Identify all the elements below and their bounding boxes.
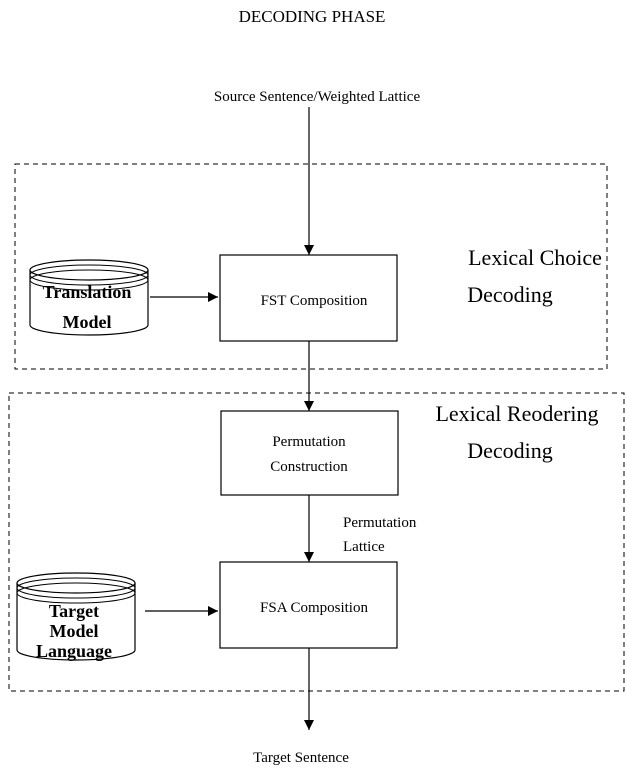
fst-composition-label: FST Composition bbox=[261, 293, 368, 309]
permutation-lattice-label-line1: Permutation bbox=[343, 515, 417, 531]
target-language-model-database: Target Model Language bbox=[16, 572, 136, 661]
permutation-label-line2: Construction bbox=[270, 459, 348, 475]
fsa-composition-box bbox=[219, 561, 398, 649]
stage-label-lexical-choice-decoding: Decoding bbox=[467, 282, 553, 307]
lexical-choice-region bbox=[14, 163, 608, 370]
permutation-label-line1: Permutation bbox=[272, 434, 346, 450]
permutation-construction-box bbox=[220, 410, 399, 496]
permutation-lattice-label-line2: Lattice bbox=[343, 539, 385, 555]
stage-label-lexical-reordering: Lexical Reodering bbox=[435, 401, 598, 426]
source-input-label: Source Sentence/Weighted Lattice bbox=[214, 89, 421, 105]
translation-model-database: Translation Model bbox=[29, 259, 149, 336]
target-model-label-line1: Target bbox=[49, 601, 99, 621]
target-output-label: Target Sentence bbox=[253, 750, 349, 766]
stage-label-lexical-choice: Lexical Choice bbox=[468, 245, 602, 270]
fsa-composition-label: FSA Composition bbox=[260, 600, 368, 616]
target-model-label-line2: Model bbox=[50, 621, 99, 641]
translation-model-label-line1: Translation bbox=[43, 282, 132, 302]
stage-label-lexical-reordering-decoding: Decoding bbox=[467, 438, 553, 463]
translation-model-label-line2: Model bbox=[63, 312, 112, 332]
diagram-title: DECODING PHASE bbox=[239, 7, 386, 26]
lexical-reordering-region bbox=[8, 392, 625, 692]
target-model-label-line3: Language bbox=[36, 641, 112, 661]
